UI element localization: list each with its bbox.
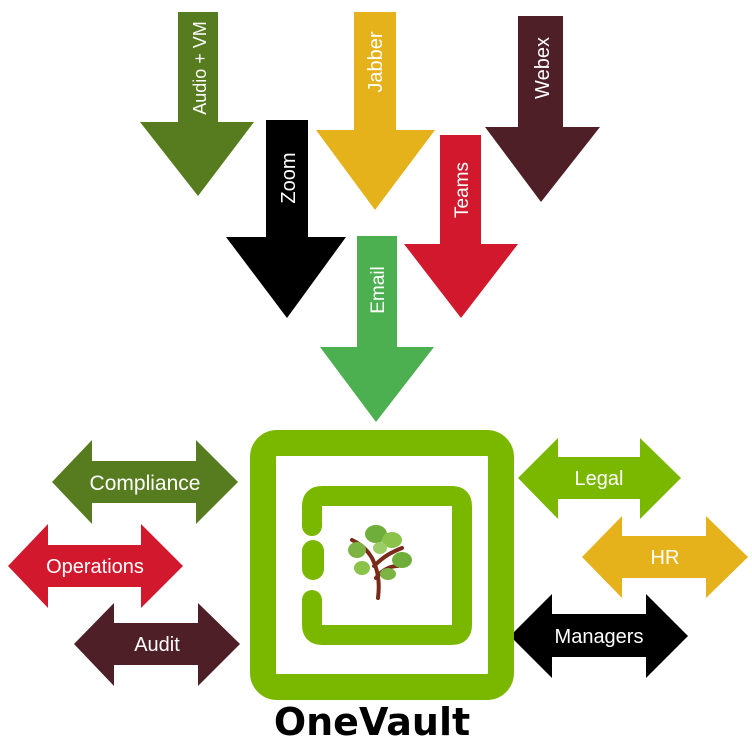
double-arrow-hr-label: HR	[651, 547, 680, 569]
arrow-audio-vm-shape	[140, 12, 254, 196]
arrow-zoom-label: Zoom	[278, 152, 300, 203]
double-arrow-audit-label: Audit	[134, 634, 180, 656]
tree-leaf	[365, 525, 387, 543]
tree-leaf	[354, 561, 370, 575]
double-arrow-hr-shape	[582, 516, 748, 598]
arrow-webex-label: Webex	[532, 37, 554, 99]
vault-door	[302, 486, 462, 536]
double-arrow-managers-shape	[510, 594, 688, 678]
arrow-teams-label: Teams	[452, 162, 473, 218]
double-arrow-compliance: Compliance	[52, 440, 238, 524]
double-arrow-operations-label: Operations	[46, 556, 144, 578]
arrow-jabber-shape	[316, 12, 435, 210]
arrow-audio-vm-label: Audio + VM	[190, 21, 210, 115]
double-arrow-legal-label: Legal	[575, 468, 624, 490]
double-arrow-legal: Legal	[518, 438, 681, 519]
double-arrow-operations-shape	[8, 524, 183, 608]
arrow-webex-shape	[485, 16, 600, 202]
tree-leaf	[382, 532, 402, 548]
tree-leaf	[348, 542, 366, 558]
vault-hinge-top	[302, 540, 324, 580]
tree-leaf	[373, 542, 387, 554]
diagram-title: OneVault	[274, 700, 470, 742]
arrow-zoom-shape	[226, 120, 346, 318]
arrow-teams: Teams	[404, 135, 518, 318]
arrow-webex: Webex	[485, 16, 600, 202]
double-arrow-operations: Operations	[8, 524, 183, 608]
vault-outer-frame	[250, 430, 514, 700]
arrow-email-label: Email	[368, 266, 389, 314]
double-arrow-audit-shape	[74, 603, 240, 686]
arrow-jabber-label: Jabber	[365, 31, 387, 92]
vault-door-bottom	[302, 486, 472, 645]
double-arrow-managers-label: Managers	[555, 626, 644, 648]
arrow-jabber: Jabber	[316, 12, 435, 210]
tree-icon	[348, 525, 412, 600]
double-arrow-managers: Managers	[510, 594, 688, 678]
arrow-audio-vm: Audio + VM	[140, 12, 254, 196]
tree-leaf	[392, 552, 412, 568]
double-arrow-compliance-shape	[52, 440, 238, 524]
arrow-email-shape	[320, 236, 434, 422]
tree-leaf	[380, 568, 396, 580]
double-arrow-hr: HR	[582, 516, 748, 598]
arrow-email: Email	[320, 236, 434, 422]
arrow-teams-shape	[404, 135, 518, 318]
vault-icon	[250, 430, 514, 700]
double-arrow-audit: Audit	[74, 603, 240, 686]
double-arrow-legal-shape	[518, 438, 681, 519]
double-arrow-compliance-label: Compliance	[90, 472, 201, 495]
arrow-zoom: Zoom	[226, 120, 346, 318]
